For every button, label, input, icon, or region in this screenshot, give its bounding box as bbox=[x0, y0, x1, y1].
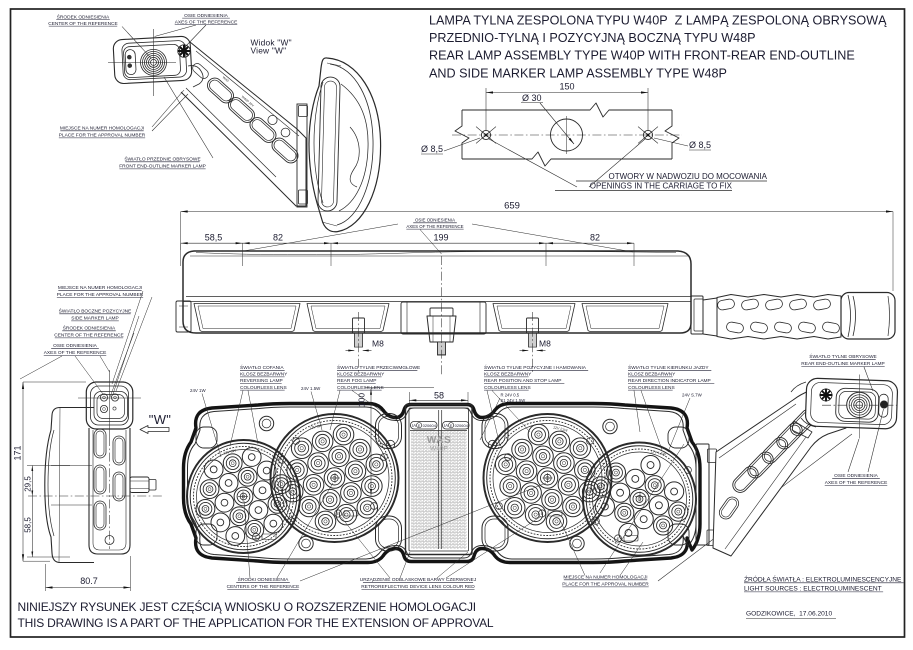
svg-text:COLOURLESS LENS: COLOURLESS LENS bbox=[484, 385, 531, 391]
svg-text:E: E bbox=[617, 536, 620, 541]
svg-text:100: 100 bbox=[357, 393, 367, 407]
svg-text:THIS DRAWING IS A PART OF THE: THIS DRAWING IS A PART OF THE APPLICATIO… bbox=[18, 616, 494, 630]
svg-text:COLOURLESS LENS: COLOURLESS LENS bbox=[628, 385, 675, 391]
svg-text:ŚRODKI ODNIESIENIA: ŚRODKI ODNIESIENIA bbox=[238, 575, 289, 583]
svg-text:OSIE ODNIESIENIA: OSIE ODNIESIENIA bbox=[415, 218, 455, 223]
svg-text:AXES OF THE REFERENCE: AXES OF THE REFERENCE bbox=[825, 480, 888, 486]
svg-text:GODZIKOWICE, 17.06.2010: GODZIKOWICE, 17.06.2010 bbox=[746, 611, 832, 618]
svg-text:COLOURLESS LENS: COLOURLESS LENS bbox=[240, 385, 287, 391]
svg-text:020604: 020604 bbox=[455, 423, 469, 428]
svg-text:Ø 8,5: Ø 8,5 bbox=[689, 140, 711, 150]
svg-text:KLOSZ BEZBARWNY: KLOSZ BEZBARWNY bbox=[628, 372, 676, 378]
svg-text:"W": "W" bbox=[149, 412, 171, 427]
svg-text:ŚWIATŁO TYLNE OBRYSOWE: ŚWIATŁO TYLNE OBRYSOWE bbox=[809, 352, 876, 360]
svg-text:W40: W40 bbox=[222, 75, 230, 83]
svg-text:AND SIDE MARKER LAMP ASSEMBLY: AND SIDE MARKER LAMP ASSEMBLY TYPE W48P bbox=[429, 66, 727, 80]
svg-text:COLOURLESS LENS: COLOURLESS LENS bbox=[337, 385, 384, 391]
svg-text:24V S.7W: 24V S.7W bbox=[682, 393, 703, 398]
svg-text:KLOSZ BEZBARWNY: KLOSZ BEZBARWNY bbox=[240, 372, 288, 378]
svg-text:CENTER OF THE REFERENCE: CENTER OF THE REFERENCE bbox=[48, 21, 117, 27]
svg-text:W40P: W40P bbox=[430, 446, 448, 453]
svg-text:PLACE FOR THE APPROVAL NUMBER: PLACE FOR THE APPROVAL NUMBER bbox=[57, 292, 144, 298]
svg-text:PRZEDNIO-TYLNĄ I POZYCYJNĄ BOC: PRZEDNIO-TYLNĄ I POZYCYJNĄ BOCZNĄ TYPU W… bbox=[429, 31, 756, 45]
svg-text:ŚRODEK ODNIESIENIA: ŚRODEK ODNIESIENIA bbox=[57, 12, 110, 20]
svg-text:REAR LAMP ASSEMBLY TYPE W40P W: REAR LAMP ASSEMBLY TYPE W40P WITH FRONT-… bbox=[429, 49, 855, 63]
svg-text:LIGHT SOURCES : ELECTROLUMINES: LIGHT SOURCES : ELECTROLUMINESCENT bbox=[744, 586, 882, 593]
svg-text:58,5: 58,5 bbox=[24, 517, 33, 533]
svg-text:82: 82 bbox=[273, 233, 283, 243]
svg-text:AXES OF THE REFERENCE: AXES OF THE REFERENCE bbox=[44, 350, 107, 356]
svg-text:KLOSZ BEZBARWNY: KLOSZ BEZBARWNY bbox=[484, 372, 532, 378]
svg-text:FRONT END-OUTLINE MARKER LAMP: FRONT END-OUTLINE MARKER LAMP bbox=[119, 164, 206, 170]
svg-text:ŚRODEK ODNIESIENIA: ŚRODEK ODNIESIENIA bbox=[63, 324, 116, 332]
svg-text:LAMPA TYLNA ZESPOLONA TYPU W40: LAMPA TYLNA ZESPOLONA TYPU W40P Z LAMPĄ … bbox=[429, 13, 887, 27]
svg-text:Ø 8,5: Ø 8,5 bbox=[421, 144, 443, 154]
svg-text:URZĄDZENIE ODBLASKOWE BARWY CZ: URZĄDZENIE ODBLASKOWE BARWY CZERWONEJ bbox=[360, 577, 477, 583]
svg-text:IA: IA bbox=[412, 423, 416, 428]
svg-text:PLACE FOR THE APPROVAL NUMBER: PLACE FOR THE APPROVAL NUMBER bbox=[59, 133, 146, 139]
svg-text:E: E bbox=[450, 424, 453, 428]
svg-text:REAR END-OUTLINE MARKER LAMP: REAR END-OUTLINE MARKER LAMP bbox=[801, 361, 884, 367]
svg-text:150: 150 bbox=[559, 82, 574, 92]
svg-text:REAR POSITION AND STOP LAMP: REAR POSITION AND STOP LAMP bbox=[484, 378, 561, 384]
svg-text:58,5: 58,5 bbox=[205, 233, 223, 243]
svg-text:ŚWIATŁO TYLNE PRZECIWMGŁOWE: ŚWIATŁO TYLNE PRZECIWMGŁOWE bbox=[337, 363, 420, 371]
svg-text:REAR DIRECTION INDICATOR LAMP: REAR DIRECTION INDICATOR LAMP bbox=[628, 378, 711, 384]
svg-text:CENTER OF THE REFERENCE: CENTER OF THE REFERENCE bbox=[54, 333, 123, 339]
svg-text:ŚWIATŁO PRZEDNIE OBRYSOWE: ŚWIATŁO PRZEDNIE OBRYSOWE bbox=[124, 155, 200, 163]
svg-text:E: E bbox=[418, 424, 421, 428]
svg-text:OSIE ODNIESIENIA: OSIE ODNIESIENIA bbox=[53, 343, 98, 349]
svg-text:View "W": View "W" bbox=[251, 46, 287, 56]
svg-text:M8: M8 bbox=[372, 339, 384, 349]
svg-text:24V 1.5W: 24V 1.5W bbox=[301, 386, 321, 391]
svg-text:RETROREFLECTING DEVICE LENS CO: RETROREFLECTING DEVICE LENS COLOUR RED bbox=[361, 584, 475, 590]
svg-text:MIEJSCE NA NUMER HOMOLOGACJI: MIEJSCE NA NUMER HOMOLOGACJI bbox=[58, 285, 142, 291]
svg-text:AXES OF THE REFERENCE: AXES OF THE REFERENCE bbox=[175, 19, 238, 25]
svg-text:OSIE ODNIESIENIA: OSIE ODNIESIENIA bbox=[834, 473, 879, 479]
svg-text:NINIEJSZY RYSUNEK JEST CZĘŚCIĄ: NINIEJSZY RYSUNEK JEST CZĘŚCIĄ WNIOSKU O… bbox=[18, 599, 476, 614]
svg-text:Ø 30: Ø 30 bbox=[522, 93, 542, 103]
svg-text:ŚWIATŁO COFANIA: ŚWIATŁO COFANIA bbox=[240, 363, 284, 371]
svg-text:Widok "W": Widok "W" bbox=[251, 38, 292, 48]
svg-text:SIDE MARKER LAMP: SIDE MARKER LAMP bbox=[71, 316, 118, 322]
svg-text:MIEJSCE NA NUMER HOMOLOGACJI: MIEJSCE NA NUMER HOMOLOGACJI bbox=[563, 575, 647, 581]
svg-text:E: E bbox=[541, 511, 544, 516]
svg-text:24V 1W: 24V 1W bbox=[190, 388, 206, 393]
svg-text:ŹRÓDŁA ŚWIATŁA : ELEKTROLUMINE: ŹRÓDŁA ŚWIATŁA : ELEKTROLUMINESCENCYJNE bbox=[744, 575, 902, 584]
svg-text:IA: IA bbox=[444, 423, 448, 428]
svg-text:ŚWIATŁO BOCZNE POZYCYJNE: ŚWIATŁO BOCZNE POZYCYJNE bbox=[59, 307, 132, 315]
svg-text:82: 82 bbox=[590, 233, 600, 243]
svg-text:58: 58 bbox=[434, 390, 444, 400]
svg-text:199: 199 bbox=[433, 233, 448, 243]
svg-text:MIEJSCE NA NUMER HOMOLOGACJI: MIEJSCE NA NUMER HOMOLOGACJI bbox=[60, 126, 144, 132]
svg-text:WAS: WAS bbox=[427, 435, 451, 446]
svg-text:29,5: 29,5 bbox=[24, 476, 33, 492]
svg-text:REAR FOG LAMP: REAR FOG LAMP bbox=[337, 378, 376, 384]
svg-text:ŚWIATŁO TYLNE POZYCYJNE I HAMO: ŚWIATŁO TYLNE POZYCYJNE I HAMOWANIA bbox=[484, 363, 587, 371]
svg-text:171: 171 bbox=[13, 445, 23, 460]
svg-text:ŚWIATŁO TYLNE KIERUNKU JAZDY: ŚWIATŁO TYLNE KIERUNKU JAZDY bbox=[628, 363, 709, 371]
svg-text:KLOSZ BEZBARWNY: KLOSZ BEZBARWNY bbox=[337, 372, 385, 378]
svg-text:OTWORY W NADWOZIU DO MOCOWANIA: OTWORY W NADWOZIU DO MOCOWANIA bbox=[608, 172, 767, 181]
svg-text:12V 1.5W: 12V 1.5W bbox=[650, 449, 667, 457]
svg-text:OPENINGS IN THE CARRIAGE TO FI: OPENINGS IN THE CARRIAGE TO FIX bbox=[590, 182, 733, 191]
svg-text:12V 5W: 12V 5W bbox=[309, 424, 323, 431]
svg-text:12V 5W: 12V 5W bbox=[223, 448, 237, 455]
svg-text:12V 21W: 12V 21W bbox=[553, 425, 569, 433]
svg-text:020604: 020604 bbox=[423, 423, 437, 428]
svg-text:80.7: 80.7 bbox=[80, 576, 98, 586]
svg-text:M8: M8 bbox=[539, 339, 551, 349]
svg-text:E: E bbox=[255, 535, 258, 540]
svg-text:REVERSING LAMP: REVERSING LAMP bbox=[240, 378, 283, 384]
svg-text:AXES OF THE REFERENCE: AXES OF THE REFERENCE bbox=[406, 224, 463, 229]
svg-text:R 24V 0.5: R 24V 0.5 bbox=[501, 393, 520, 398]
svg-text:PLACE FOR THE APPROVAL NUMBER: PLACE FOR THE APPROVAL NUMBER bbox=[562, 582, 649, 588]
svg-text:E: E bbox=[337, 511, 340, 516]
svg-text:S1 24V 1.5W: S1 24V 1.5W bbox=[501, 398, 526, 403]
svg-text:659: 659 bbox=[504, 201, 520, 212]
svg-text:CENTERS OF THE REFERENCE: CENTERS OF THE REFERENCE bbox=[227, 584, 300, 590]
svg-text:OSIE ODNIESIENIA: OSIE ODNIESIENIA bbox=[184, 13, 229, 19]
